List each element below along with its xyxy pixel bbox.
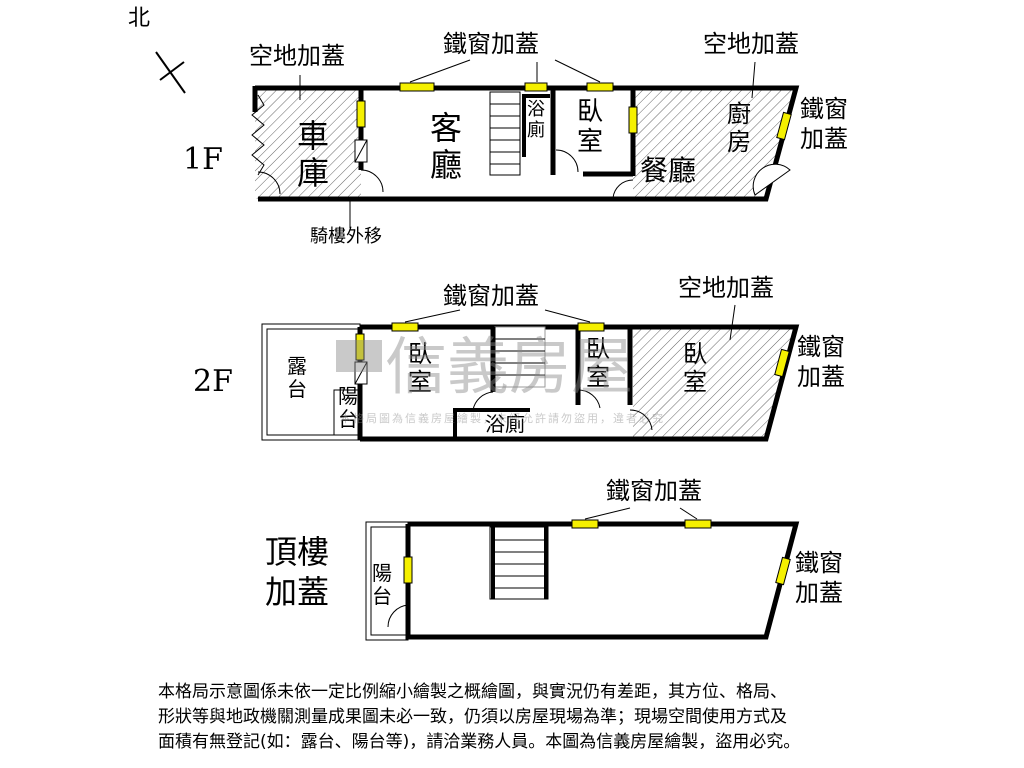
room-living: 客廳 [430,109,463,184]
disclaimer-line: 本格局示意圖係未依一定比例縮小繪製之概繪圖，與實況仍有差距，其方位、格局、 [158,682,787,702]
floor-roof [365,507,800,641]
annotation-1f-4: 鐵窗加蓋 [800,95,848,153]
annotation-1f-1: 空地加蓋 [249,42,345,70]
room-balcony-roof: 陽台 [372,561,392,608]
floor-2f [261,304,800,442]
stairs-1f [489,91,521,176]
room-balcony-2f: 陽台 [338,384,358,431]
room-terrace: 露台 [287,354,307,401]
window-markers-2f [355,322,790,378]
disclaimer: 本格局示意圖係未依一定比例縮小繪製之概繪圖，與實況仍有差距，其方位、格局、 形狀… [158,680,918,755]
annotation-1f-3: 空地加蓋 [703,30,799,58]
annotation-2f-1: 鐵窗加蓋 [443,282,539,310]
room-bath-2f: 浴廁 [485,412,525,436]
room-bedroom-2f-3: 臥室 [683,340,707,396]
annotation-roof-1: 鐵窗加蓋 [606,477,702,505]
window-markers-1f [356,82,792,141]
floor-label-1f: 1F [183,142,223,177]
annotation-1f-5: 騎樓外移 [310,226,382,247]
room-kitchen: 廚房 [727,100,751,156]
room-bedroom-2f-2: 臥室 [586,335,610,391]
room-bath-1f: 浴廁 [527,99,545,141]
room-bedroom-1f: 臥室 [577,97,604,157]
brand-logo-icon [336,340,382,372]
stairs-roof [489,526,549,600]
disclaimer-line: 面積有無登記(如：露台、陽台等)，請洽業務人員。本圖為信義房屋繪製，盜用必究。 [158,732,801,752]
floor-1f [251,59,800,228]
north-arrow-icon [155,51,186,94]
bedroom-hatch-2f [633,327,795,438]
floor-label-2f: 2F [193,364,233,399]
watermark-brand: 信義房屋 [385,330,634,403]
annotation-1f-2: 鐵窗加蓋 [443,30,539,58]
annotation-2f-3: 鐵窗加蓋 [797,333,845,391]
annotation-2f-2: 空地加蓋 [678,274,774,302]
room-bedroom-2f-1: 臥室 [408,340,432,396]
window-markers-roof [403,519,791,586]
annotation-roof-2: 鐵窗加蓋 [795,549,843,607]
stairs-2f [494,326,546,388]
kitchen-hatch [633,87,795,198]
room-garage: 車庫 [297,117,330,192]
watermark-text: 本格局圖為信義房屋繪製，未經允許請勿盜用，違者必究 [340,412,665,425]
floor-label-roof: 頂樓加蓋 [265,533,330,611]
disclaimer-line: 形狀等與地政機關測量成果圖未必一致，仍須以房屋現場為準；現場空間使用方式及 [158,707,787,727]
north-label: 北 [128,6,151,31]
garage-hatch [255,87,361,199]
room-dining: 餐廳 [640,154,697,187]
